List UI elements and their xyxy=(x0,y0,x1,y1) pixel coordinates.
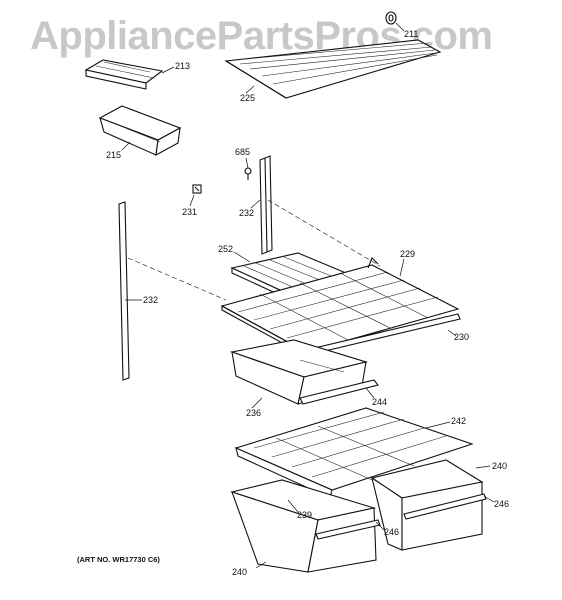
callout-239: 239 xyxy=(297,510,313,520)
part-215-ice-bin xyxy=(98,105,182,157)
callout-215: 215 xyxy=(106,150,122,160)
part-229-main-shelf xyxy=(220,257,460,357)
part-232-support-left xyxy=(118,201,227,381)
callout-231: 231 xyxy=(182,207,198,217)
part-242-crisper-cover xyxy=(234,407,474,499)
art-number: (ART NO. WR17730 C6) xyxy=(77,555,160,564)
callout-225: 225 xyxy=(240,93,256,103)
part-211-bumper xyxy=(385,11,397,25)
callout-246-left-handle: 246 xyxy=(384,527,400,537)
part-225-wire-shelf xyxy=(224,39,442,99)
callout-246-right-handle: 246 xyxy=(494,499,510,509)
callout-230: 230 xyxy=(454,332,470,342)
part-246-handle-left xyxy=(315,519,381,540)
part-244-pan-cover xyxy=(299,379,379,405)
callout-232-left-support: 232 xyxy=(143,295,159,305)
part-213-ice-tray xyxy=(84,59,164,90)
callout-244: 244 xyxy=(372,397,388,407)
part-231-clip xyxy=(192,184,202,194)
callout-240-left-drawer: 240 xyxy=(232,567,248,577)
leader-lines xyxy=(121,22,495,569)
part-246-handle-right xyxy=(403,493,487,520)
callout-213: 213 xyxy=(175,61,191,71)
part-232-support-right xyxy=(259,155,381,267)
callout-242: 242 xyxy=(451,416,467,426)
callout-240-right-drawer: 240 xyxy=(492,461,508,471)
callout-685: 685 xyxy=(235,147,251,157)
part-236-meat-pan xyxy=(229,339,369,405)
callout-232-right-support: 232 xyxy=(239,208,255,218)
callout-229: 229 xyxy=(400,249,416,259)
callout-211: 211 xyxy=(404,29,419,39)
part-685-screw xyxy=(244,167,252,180)
callout-236: 236 xyxy=(246,408,262,418)
callout-252: 252 xyxy=(218,244,234,254)
